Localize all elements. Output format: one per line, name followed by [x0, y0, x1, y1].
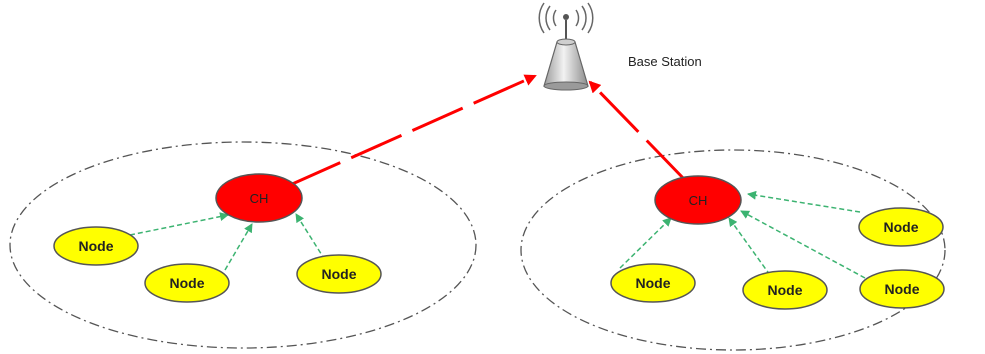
cluster-head-right: CH [654, 175, 742, 225]
sensor-node: Node [610, 263, 696, 303]
cluster-boundary-left [9, 141, 477, 349]
node-label: Node [170, 275, 205, 291]
sensor-node: Node [53, 226, 139, 266]
member-link [747, 190, 861, 213]
sensor-node: Node [742, 270, 828, 310]
sensor-node: Node [296, 254, 382, 294]
node-label: Node [768, 282, 803, 298]
member-link [129, 212, 229, 236]
member-link [619, 217, 672, 269]
sensor-node: Node [858, 207, 944, 247]
node-label: Node [884, 219, 919, 235]
member-links [129, 190, 866, 279]
member-link [224, 223, 253, 271]
node-label: Node [79, 238, 114, 254]
base-station-tower-icon [538, 2, 594, 91]
sensor-node: Node [144, 263, 230, 303]
cluster-boundary-right [520, 149, 946, 351]
cluster-head-left: CH [215, 173, 303, 223]
sensor-node: Node [859, 269, 945, 309]
cluster-head-label: CH [689, 193, 708, 208]
node-label: Node [885, 281, 920, 297]
cluster-head-label: CH [250, 191, 269, 206]
uplink-arrow-left [289, 74, 537, 187]
member-link [740, 210, 866, 279]
member-link [295, 213, 326, 261]
uplink-arrow-right [588, 80, 687, 182]
node-label: Node [636, 275, 671, 291]
node-label: Node [322, 266, 357, 282]
base-station-label: Base Station [628, 54, 702, 69]
member-link [728, 217, 771, 276]
uplinks [289, 74, 687, 187]
